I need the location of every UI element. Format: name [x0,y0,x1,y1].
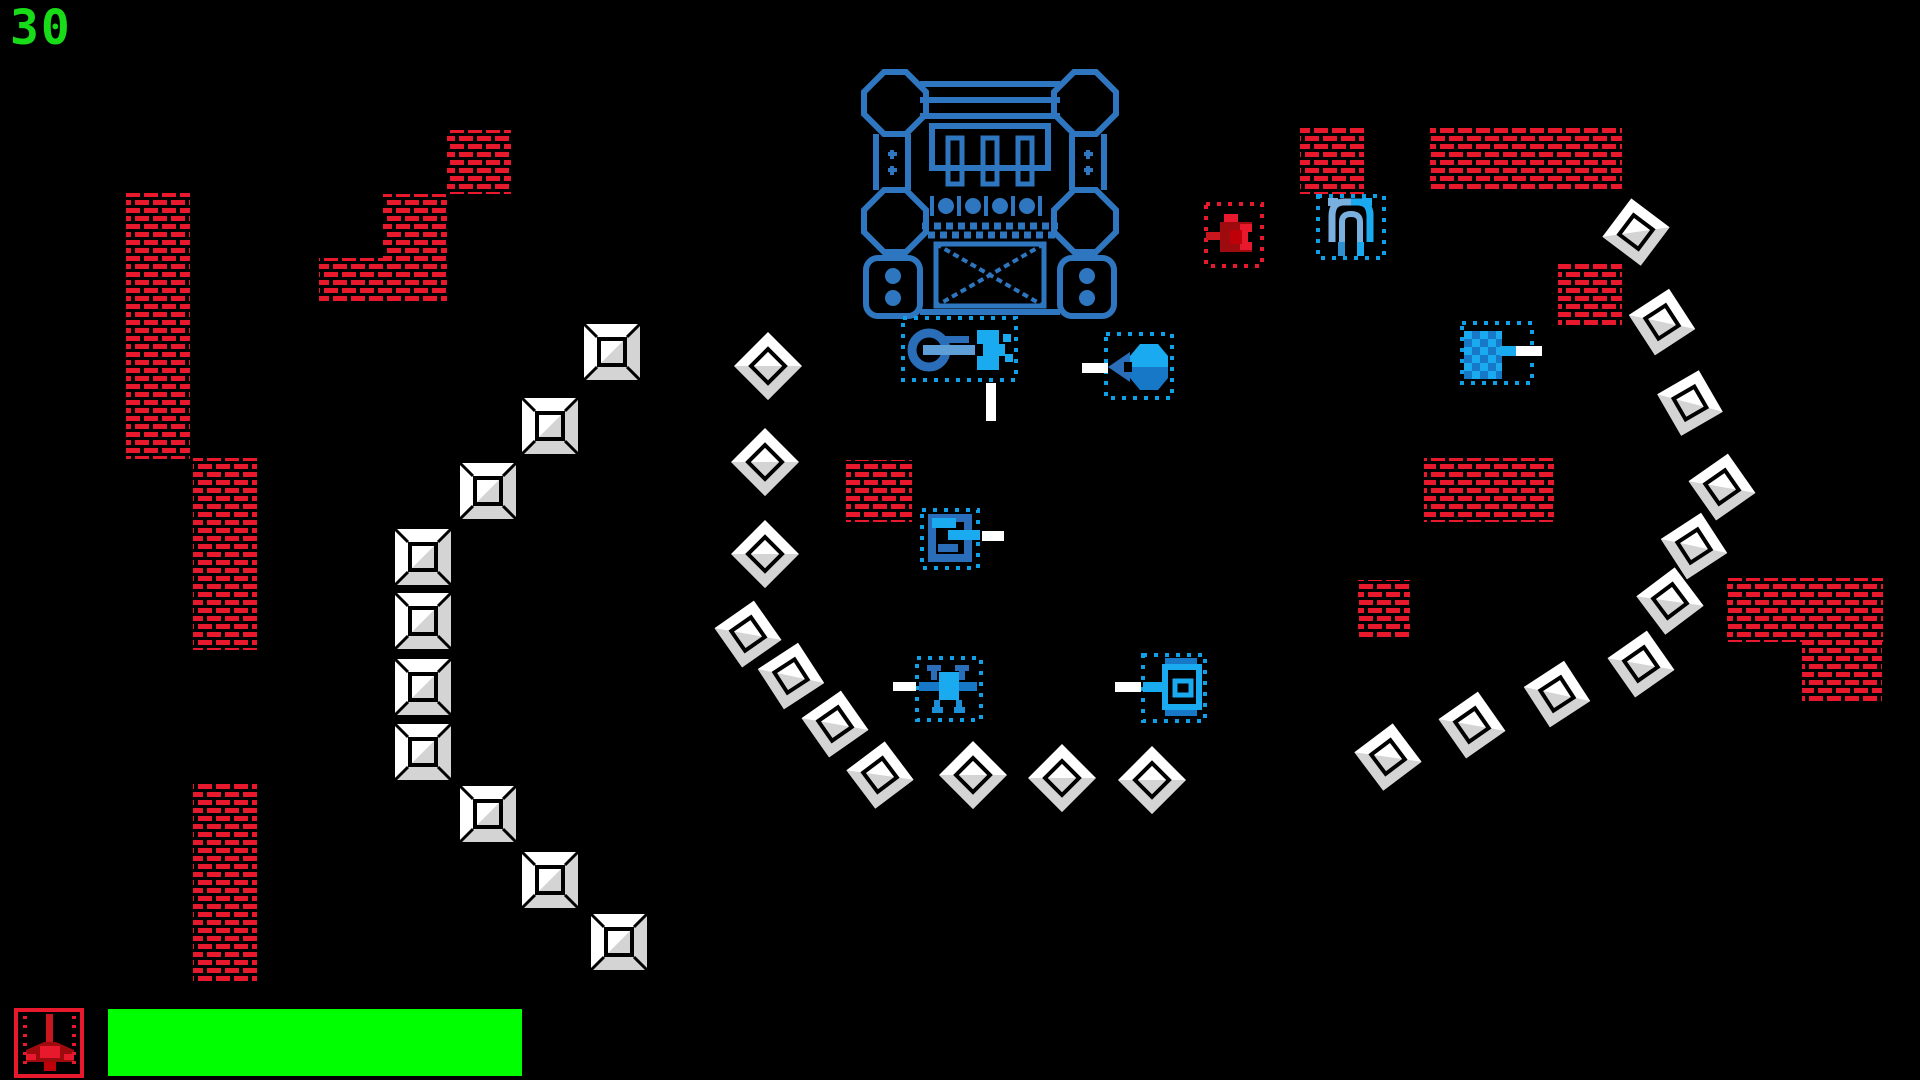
steel-block [589,912,649,972]
unit-tank-gear[interactable] [901,316,1018,382]
steel-block [582,322,642,382]
diamond-block [795,684,875,764]
unit-tank-small[interactable] [920,508,980,570]
red-tank-sprite [1206,214,1258,252]
diamond-block [1601,624,1681,704]
brick-wall [1558,264,1622,328]
unit-arch-turret[interactable] [1316,194,1386,260]
hud-selected-unit-box[interactable] [14,1008,84,1078]
brick-wall [383,194,447,304]
unit-box-tank[interactable] [1143,653,1207,723]
diamond-block [1432,685,1512,765]
box-tank-sprite [1143,658,1199,716]
diamond-block [939,741,1007,809]
arch-turret-sprite [1328,198,1372,256]
diamond-block [1597,193,1675,271]
steel-block [393,722,453,782]
selection-box [901,316,1018,382]
brick-wall [1802,642,1882,704]
selection-box [1104,332,1174,400]
diamond-block [1516,653,1598,735]
brick-wall [1300,128,1364,194]
bullet [1082,363,1108,373]
drone-sprite [919,668,977,712]
diamond-block [1349,718,1427,796]
cone-sprite [1108,344,1168,390]
diamond-block [1648,361,1732,445]
brick-wall [193,783,257,983]
bullet [1516,346,1542,356]
brick-wall [1430,128,1622,192]
brick-wall [193,458,257,650]
brick-wall [1358,580,1410,640]
brick-wall [447,130,511,194]
bullet [893,682,916,691]
diamond-block [731,428,799,496]
brick-wall [319,258,383,304]
steel-block [393,657,453,717]
bullet [982,531,1004,541]
steel-block [458,784,518,844]
diamond-block [1028,744,1096,812]
selection-box [915,656,983,722]
diamond-block [731,520,799,588]
fortress[interactable] [864,72,1116,316]
selection-box [1204,202,1264,268]
brick-wall [126,193,190,459]
tank-gear-sprite [912,330,1013,370]
bullet [1115,682,1141,692]
health-bar [108,1009,522,1076]
checker-sprite [1464,331,1518,379]
bullet [986,383,996,421]
diamond-block [841,736,919,814]
hud-red-tank-icon [23,1014,76,1071]
diamond-block [1621,281,1703,363]
diamond-block [1682,447,1762,527]
diamond-block [1118,746,1186,814]
brick-wall [1424,458,1554,522]
tank-small-sprite [932,518,980,558]
steel-block [520,850,580,910]
selection-box [920,508,980,570]
steel-block [393,591,453,651]
unit-drone[interactable] [915,656,983,722]
diamond-block [1631,562,1709,640]
selection-box [1316,194,1386,260]
diamond-block [734,332,802,400]
steel-block [393,527,453,587]
brick-wall [1727,578,1883,642]
steel-block [458,461,518,521]
wave-counter: 30 [10,0,72,56]
brick-wall [846,460,912,522]
steel-block [520,396,580,456]
unit-red-tank[interactable] [1204,202,1264,268]
unit-cone[interactable] [1104,332,1174,400]
